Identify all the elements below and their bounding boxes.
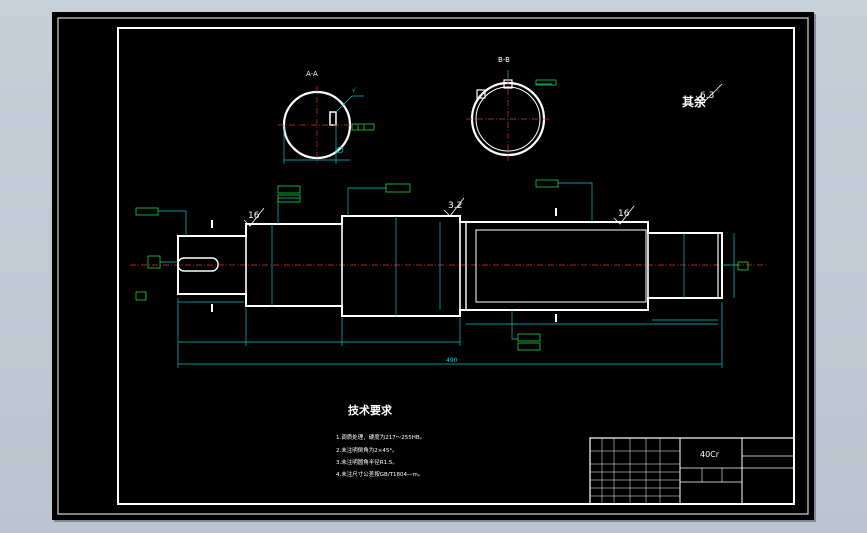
shaft-drawing: A-A √ B-B [57,17,809,515]
tol-frame-6 [517,342,541,351]
tech-req-item-1: 1.调质处理，硬度为217～255HB。 [336,433,425,441]
section-b-b-view: B-B [466,56,557,162]
tol-frame-3 [385,183,411,193]
datum-box-left [147,255,161,269]
tolerance-frame-a [351,123,375,131]
tech-req-item-3: 3.未注明圆角半径R1.5。 [336,458,398,466]
tol-frame-2 [277,194,301,203]
remaining-roughness-note: 其余 6.3 [682,83,723,109]
tol-frame-1 [277,185,301,194]
tol-frame-4 [535,179,559,188]
tolerance-frame-b [535,79,557,86]
roughness-1: 16 [248,211,260,221]
drawing-canvas[interactable]: A-A √ B-B [52,12,814,520]
title-block-frame [589,437,795,505]
outer-border [57,17,809,515]
datum-box-left-2 [135,291,147,301]
title-block: 40Cr [589,437,795,505]
section-a-label: A-A [306,70,318,78]
shaft-outline [177,215,723,317]
section-a-a-view: A-A √ [278,70,375,164]
roughness-2: 3.2 [448,201,462,211]
tol-frame-5 [517,333,541,342]
datum-a [336,146,344,154]
tech-req-title: 技术要求 [348,403,393,417]
datum-box-right [737,261,749,271]
tech-req-item-4: 4.未注尺寸公差按GB/T1804—m。 [336,470,423,478]
section-b-label: B-B [498,56,510,64]
technical-requirements: 技术要求 1.调质处理，硬度为217～255HB。 2.未注明倒角为2×45°。… [336,403,425,478]
inner-border [117,27,795,505]
tech-req-item-2: 2.未注明倒角为2×45°。 [336,446,398,454]
overall-length-text: 490 [446,357,458,364]
remaining-roughness-label: 其余 [682,94,707,109]
keyway-large [475,229,647,303]
tol-frame-left [135,207,159,216]
roughness-3: 16 [618,209,630,219]
remaining-roughness-value: 6.3 [700,91,714,101]
shaft-main-view: 16 3.2 16 [130,179,767,368]
keyway-a [329,111,337,126]
material-text: 40Cr [700,450,720,459]
roughness-a: √ [352,87,356,94]
keyway-b-left [476,89,486,99]
keyway-small [177,257,219,272]
